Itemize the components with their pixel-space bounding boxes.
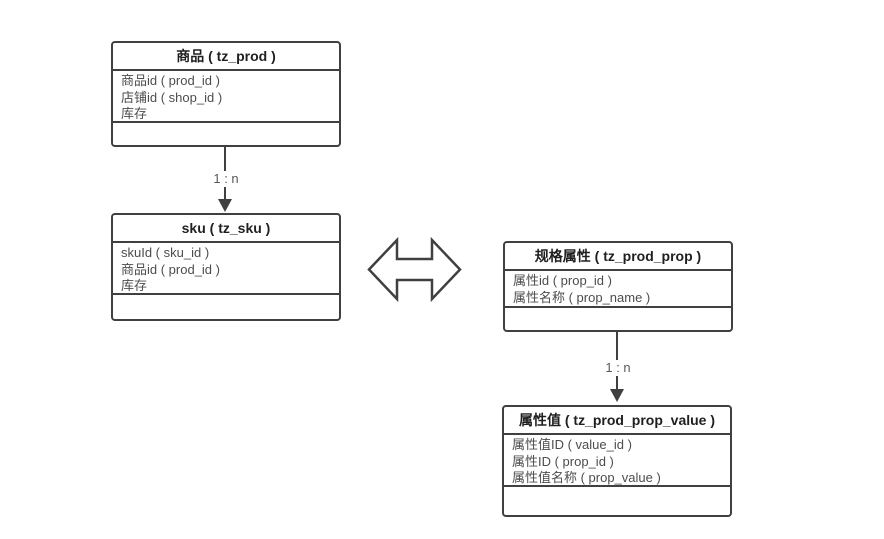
table-title: 商品 ( tz_prod ) <box>113 43 339 71</box>
table-footer-section <box>113 295 339 319</box>
entity-table-prod-prop: 规格属性 ( tz_prod_prop ) 属性id ( prop_id ) 属… <box>503 241 733 332</box>
table-field: 属性id ( prop_id ) <box>513 273 612 288</box>
table-fields-section: 商品id ( prod_id ) 店铺id ( shop_id ) 库存 <box>113 71 339 123</box>
arrow-down-icon <box>218 199 232 212</box>
table-field: 属性ID ( prop_id ) <box>512 453 614 469</box>
table-fields-section: 属性值ID ( value_id ) 属性ID ( prop_id ) 属性值名… <box>504 435 730 487</box>
table-footer-section <box>113 123 339 145</box>
table-title: 属性值 ( tz_prod_prop_value ) <box>504 407 730 435</box>
table-field: 店铺id ( shop_id ) <box>121 89 223 105</box>
entity-table-sku: sku ( tz_sku ) skuId ( sku_id ) 商品id ( p… <box>111 213 341 321</box>
table-field: 商品id ( prod_id ) <box>121 73 220 88</box>
entity-table-prod: 商品 ( tz_prod ) 商品id ( prod_id ) 店铺id ( s… <box>111 41 341 147</box>
table-field: 属性值名称 ( prop_value ) <box>512 470 661 485</box>
double-arrow-icon <box>367 237 462 302</box>
table-field: skuId ( sku_id ) <box>121 245 210 260</box>
table-field: 属性值ID ( value_id ) <box>512 437 632 452</box>
table-footer-section <box>505 308 731 330</box>
table-title: sku ( tz_sku ) <box>113 215 339 243</box>
table-field: 商品id ( prod_id ) <box>121 261 220 277</box>
entity-table-prod-prop-value: 属性值 ( tz_prod_prop_value ) 属性值ID ( value… <box>502 405 732 517</box>
cardinality-label: 1 : n <box>210 171 242 187</box>
table-title: 规格属性 ( tz_prod_prop ) <box>505 243 731 271</box>
table-footer-section <box>504 487 730 515</box>
table-field: 属性名称 ( prop_name ) <box>513 289 651 305</box>
table-fields-section: skuId ( sku_id ) 商品id ( prod_id ) 库存 <box>113 243 339 295</box>
table-field: 库存 <box>121 278 148 293</box>
cardinality-label: 1 : n <box>602 360 634 376</box>
table-fields-section: 属性id ( prop_id ) 属性名称 ( prop_name ) <box>505 271 731 308</box>
table-field: 库存 <box>121 106 148 121</box>
arrow-down-icon <box>610 389 624 402</box>
